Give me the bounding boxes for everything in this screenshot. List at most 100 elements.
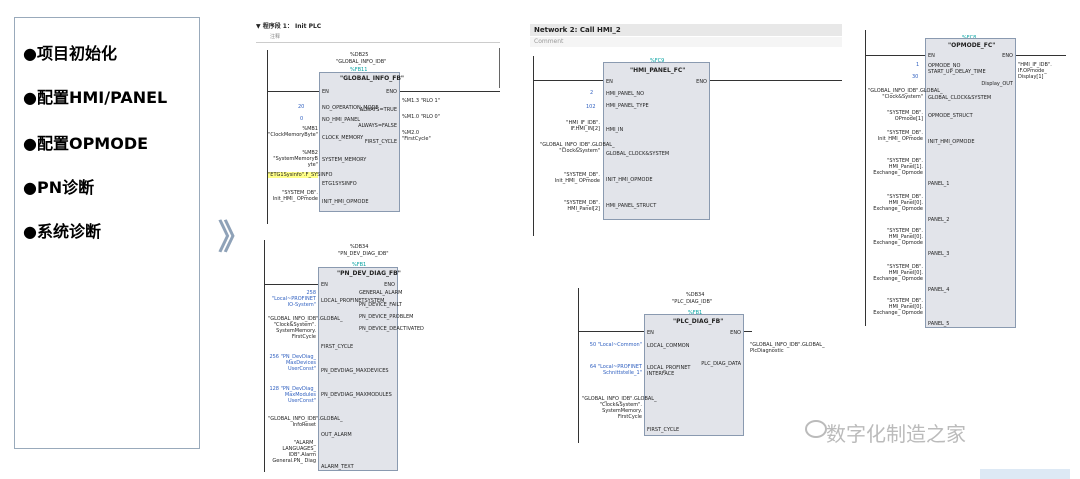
db25-address: %DB25 xyxy=(350,52,369,58)
input-value: "SYSTEM_DB". OPmode[1] xyxy=(887,110,923,122)
network1-title: ▼ 程序段 1： Init PLC xyxy=(256,23,322,30)
pin-in: GLOBAL_CLOCK&SYSTEM xyxy=(606,151,670,157)
input-value: 258 "Local~PROFINET IO-System" xyxy=(271,290,316,308)
input-value: 50 "Local~Common" xyxy=(589,342,642,348)
network1-comment: 注释 xyxy=(270,34,281,40)
input-value: "SYSTEM_DB". HMI_Panel[1]. Exchange_ Opm… xyxy=(873,158,923,176)
pin-in: PANEL_1 xyxy=(928,181,950,187)
output-value: %M1.0 "RLO 0" xyxy=(402,114,440,120)
pin-in: HMI_PANEL_STRUCT xyxy=(606,203,657,209)
pin-out: PN_DEVICE_FAILT xyxy=(359,302,402,308)
pin-in: HMI_PANEL_TYPE xyxy=(606,103,649,109)
menu-item-system-diag[interactable]: ●系统诊断 xyxy=(23,222,101,241)
pin-in: SYSTEM_MEMORY xyxy=(322,157,367,163)
block-title: "HMI_PANEL_FC" xyxy=(630,67,686,74)
db25-name: "GLOBAL_INFO_IDB" xyxy=(336,59,387,65)
hmi-panel-fc-block[interactable]: "HMI_PANEL_FC" EN ENO HMI_PANEL_NO HMI_P… xyxy=(603,62,710,220)
fb1-address: %FB1 xyxy=(352,262,367,268)
pin-in: GLOBAL_CLOCK&SYSTEM xyxy=(928,95,992,101)
wechat-icon xyxy=(805,420,827,438)
menu-item-hmi-panel[interactable]: ●配置HMI/PANEL xyxy=(23,88,168,107)
pin-in: INIT_HMI_OPMODE xyxy=(322,199,369,205)
db34-name: "PLC_DIAG_IDB" xyxy=(672,299,713,305)
pin-in: PANEL_2 xyxy=(928,217,950,223)
eno-pin: ENO xyxy=(696,79,707,85)
global-info-fb-block[interactable]: "GLOBAL_INFO_FB" EN ENO NO_OPERATION_MOD… xyxy=(319,72,404,212)
decorative-bar xyxy=(980,469,1070,479)
pn-dev-diag-block[interactable]: "PN_DEV_DIAG_FB" EN ENO LOCAL_PROFINETSY… xyxy=(318,267,424,471)
pin-in: HMI_IN xyxy=(606,127,624,133)
menu-item-opmode[interactable]: ●配置OPMODE xyxy=(23,134,149,153)
pin-in: PN_DEVDIAG_MAXMODULES xyxy=(321,392,392,398)
pin-in: NO_OPERATION_MODE xyxy=(322,105,379,111)
pin-in: NO_HMI_PANEL xyxy=(322,117,361,123)
pin-out: FIRST_CYCLE xyxy=(364,139,397,145)
input-value: "GLOBAL_INFO_IDB".GLOBAL_ "Clock&System" xyxy=(868,88,943,100)
pin-in: ALARM_TEXT xyxy=(321,464,354,470)
pin-in: LOCAL_PROFINET INTERFACE xyxy=(647,365,691,377)
output-value: "GLOBAL_INFO_IDB".GLOBAL_ PlcDiagnostic xyxy=(750,342,825,354)
input-value: "GLOBAL_INFO_IDB".GLOBAL_ "Clock&System" xyxy=(540,142,615,154)
en-pin: EN xyxy=(606,79,613,85)
fb11-address: %FB11 xyxy=(350,67,368,73)
opmode-fc-block[interactable]: "OPMODE_FC" EN ENO OPMODE_NO START_UP_DE… xyxy=(925,38,1016,328)
output-value: %M2.0 "FirstCycle" xyxy=(402,130,431,142)
input-value: 2 xyxy=(590,90,594,96)
input-value: "SYSTEM_DB". HMI_Panel[0]. Exchange_ Opm… xyxy=(873,298,923,316)
topic-menu: ●项目初始化 ●配置HMI/PANEL ●配置OPMODE ●PN诊断 ●系统诊… xyxy=(14,17,200,449)
input-value: 20 xyxy=(298,104,305,110)
pin-in: INIT_HMI_OPMODE xyxy=(928,139,975,145)
pin-in: PANEL_5 xyxy=(928,321,950,327)
pin-in: FIRST_CYCLE xyxy=(647,427,680,433)
pin-in: PANEL_3 xyxy=(928,251,950,257)
output-value: "HMI_IF_IDB". IF.OPmode_ Display[1] xyxy=(1018,62,1052,80)
fc9-address: %FC9 xyxy=(650,58,665,64)
input-value: %MB2 "SystemMemoryB yte" xyxy=(273,150,318,168)
input-value: 256 "PN_DevDiag_ MaxDevices UserConst" xyxy=(269,354,316,372)
pin-in: OPMODE_STRUCT xyxy=(928,113,973,119)
input-value: "ALARM_ LANGUAGES_ IDB".Alarm General.PN… xyxy=(272,440,316,464)
fb1-address: %FB1 xyxy=(688,310,703,316)
pin-in: ETG1SYSINFO xyxy=(322,181,357,187)
pin-in: CLOCK_MEMORY xyxy=(322,135,364,141)
input-value: 128 "PN_DevDiag_ MaxModules UserConst" xyxy=(269,386,316,404)
pin-in: OPMODE_NO xyxy=(928,63,961,69)
input-value: "SYSTEM_DB". HMI_Panel[0]. Exchange_ Opm… xyxy=(873,228,923,246)
input-value: "SYSTEM_DB". HMI_Panel[0]. Exchange_ Opm… xyxy=(873,194,923,212)
block-title: "OPMODE_FC" xyxy=(948,42,996,49)
input-value: "GLOBAL_INFO_IDB".GLOBAL_ InfoReset xyxy=(268,416,343,428)
eno-pin: ENO xyxy=(730,330,741,336)
input-value: %MB1 "ClockMemoryByte" xyxy=(268,126,318,138)
menu-item-project-init[interactable]: ●项目初始化 xyxy=(23,44,117,63)
plc-diag-fb-block[interactable]: "PLC_DIAG_FB" EN ENO LOCAL_COMMON LOCAL_… xyxy=(644,314,744,436)
en-pin: EN xyxy=(322,89,329,95)
pin-out: PLC_DIAG_DATA xyxy=(701,361,741,367)
input-value: "HMI_IF_IDB". IF.HMI_IN[2] xyxy=(566,120,600,132)
input-value: 102 xyxy=(586,104,596,110)
pin-in: OUT_ALARM xyxy=(321,432,352,438)
pin-out: Display_OUT xyxy=(981,81,1013,87)
pin-in: PANEL_4 xyxy=(928,287,950,293)
en-pin: EN xyxy=(928,53,935,59)
block-title: "GLOBAL_INFO_FB" xyxy=(340,75,405,82)
pin-out: GENERAL_ALARM xyxy=(359,290,403,296)
eno-pin: ENO xyxy=(1002,53,1013,59)
menu-item-pn-diag[interactable]: ●PN诊断 xyxy=(23,178,95,197)
pin-in: PN_DEVDIAG_MAXDEVICES xyxy=(321,368,389,374)
pin-in: FIRST_CYCLE xyxy=(321,344,354,350)
input-value: "SYSTEM_DB". Init_HMI_ OPmode xyxy=(272,190,318,202)
pin-out: ALWAYS=FALSE xyxy=(358,123,397,129)
input-value: "GLOBAL_INFO_IDB".GLOBAL_ "Clock&System"… xyxy=(582,396,657,420)
input-value: "SYSTEM_DB". Init_HMI_ OPmode xyxy=(877,130,923,142)
db34-address: %DB34 xyxy=(350,244,369,250)
eno-pin: ENO xyxy=(386,89,397,95)
chevron-right-icon: 》 xyxy=(218,218,252,258)
input-value: "GLOBAL_INFO_IDB".GLOBAL_ "Clock&System"… xyxy=(268,316,343,340)
block-title: "PLC_DIAG_FB" xyxy=(673,318,724,325)
en-pin: EN xyxy=(321,282,328,288)
pin-in: START_UP_DELAY_TIME xyxy=(928,69,986,75)
pin-out: PN_DEVICE_PROBLEM xyxy=(359,314,414,320)
input-value: "SYSTEM_DB". HMI_Panel[2] xyxy=(564,200,600,212)
pin-in: INIT_HMI_OPMODE xyxy=(606,177,653,183)
block-title: "PN_DEV_DIAG_FB" xyxy=(337,270,401,277)
